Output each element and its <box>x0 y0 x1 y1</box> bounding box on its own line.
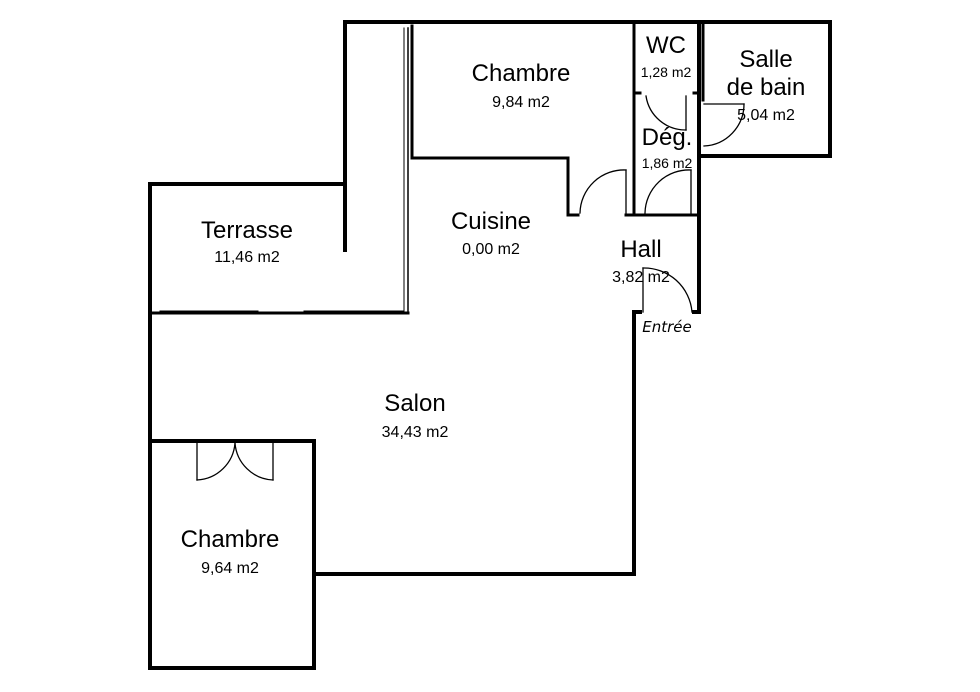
room-area-chambre-top: 9,84 m2 <box>492 94 550 111</box>
room-name-salle-de-bain-line2: de bain <box>726 74 806 101</box>
room-area-cuisine: 0,00 m2 <box>462 241 520 258</box>
room-name-chambre-bottom: Chambre <box>180 526 280 553</box>
room-area-degagement: 1,86 m2 <box>641 155 693 171</box>
room-name-terrasse: Terrasse <box>200 217 294 244</box>
room-area-wc: 1,28 m2 <box>640 64 692 80</box>
terrace-glazing <box>148 27 410 315</box>
room-name-cuisine: Cuisine <box>450 208 532 235</box>
room-area-salon: 34,43 m2 <box>381 424 449 441</box>
outer-walls <box>148 20 832 670</box>
doors <box>196 95 745 481</box>
room-area-terrasse: 11,46 m2 <box>214 249 280 266</box>
entrance-label: Entrée <box>642 318 692 336</box>
room-name-salon: Salon <box>384 390 446 417</box>
room-name-degagement: Dég. <box>641 124 693 151</box>
room-area-salle-de-bain: 5,04 m2 <box>737 107 795 124</box>
room-area-hall: 3,82 m2 <box>612 269 670 286</box>
room-name-chambre-top: Chambre <box>471 60 571 87</box>
room-name-wc: WC <box>646 32 686 59</box>
room-name-hall: Hall <box>620 236 662 263</box>
room-area-chambre-bottom: 9,64 m2 <box>201 560 259 577</box>
interior-walls <box>407 20 705 313</box>
room-name-salle-de-bain-line1: Salle <box>739 46 793 73</box>
